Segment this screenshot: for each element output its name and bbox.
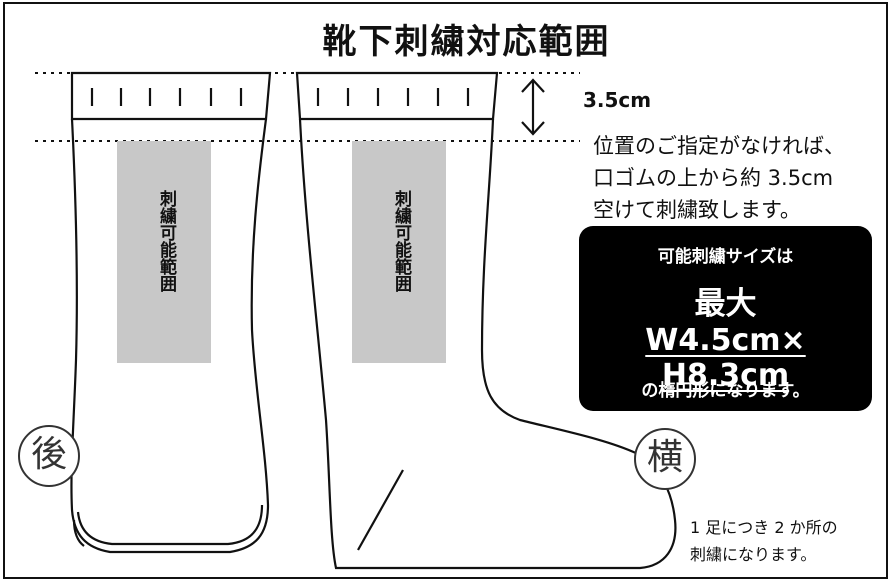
back-cuff-ribs	[90, 88, 243, 106]
diagram-frame	[3, 2, 888, 579]
footnote-line: 刺繍になります。	[690, 545, 817, 564]
measure-arrow	[521, 78, 545, 136]
position-note-line: 空けて刺繍致します。	[593, 198, 801, 222]
side-view-badge: 横	[634, 428, 696, 490]
position-note-line: 位置のご指定がなければ、	[593, 134, 845, 158]
info-emphasis: 最大	[694, 286, 757, 322]
back-zone-label: 刺繍可能範囲	[156, 190, 176, 292]
side-cuff-ribs	[316, 88, 470, 106]
info-footer: の楕円形になります。	[641, 381, 810, 401]
back-view-badge: 後	[18, 425, 80, 487]
back-embroidery-zone	[117, 141, 211, 363]
footnote-line: 1 足につき 2 か所の	[690, 518, 838, 537]
position-note-line: 口ゴムの上から約 3.5cm	[593, 166, 834, 190]
info-size: W4.5cm× H8.3cm	[579, 323, 872, 393]
position-note: 位置のご指定がなければ、 口ゴムの上から約 3.5cm 空けて刺繍致します。	[593, 130, 845, 226]
side-view-sock	[295, 71, 677, 570]
measure-label: 3.5cm	[583, 88, 652, 112]
info-size-text: W4.5cm× H8.3cm	[645, 323, 806, 393]
back-view-sock	[70, 71, 272, 554]
info-heading: 可能刺繍サイズは	[657, 247, 794, 267]
size-info-box: 可能刺繍サイズは 最大 W4.5cm× H8.3cm の楕円形になります。	[579, 226, 872, 411]
page-title: 靴下刺繍対応範囲	[322, 22, 611, 62]
side-embroidery-zone	[352, 141, 446, 363]
footnote: 1 足につき 2 か所の 刺繍になります。	[690, 514, 838, 568]
side-zone-label: 刺繍可能範囲	[391, 190, 411, 292]
